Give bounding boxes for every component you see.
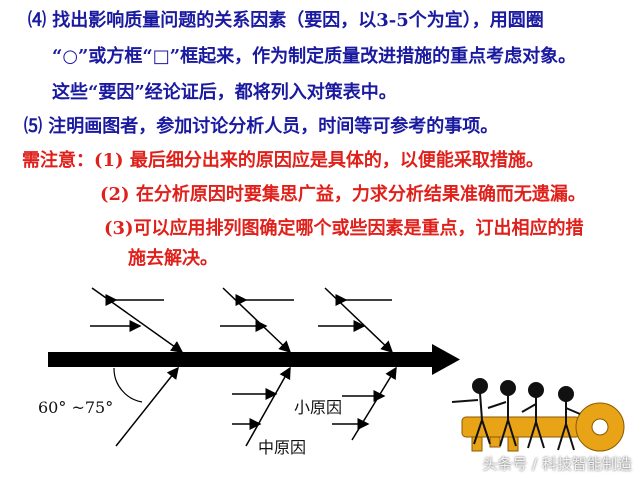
- medium-cause-label: 中原因: [258, 438, 307, 457]
- note-item-1: 需注意：(1) 最后细分出来的原因应是具体的，以便能采取措施。: [22, 150, 544, 171]
- angle-label: 60° ~75°: [38, 398, 114, 417]
- people-clipart: [451, 378, 581, 451]
- step4-line1: ⑷ 找出影响质量问题的关系因素（要因，以3-5个为宜），用圆圈: [28, 10, 544, 31]
- lower-bones: [115, 366, 397, 447]
- step4-line2: “○”或方框“□”框起来，作为制定质量改进措施的重点考虑对象。: [52, 46, 577, 67]
- small-cause-label: 小原因: [294, 398, 343, 417]
- upper-bone-3: [324, 287, 394, 354]
- lower-bone-2: [245, 366, 291, 447]
- upper-bones: [90, 287, 394, 354]
- note-item-3: (3)可以应用排列图确定哪个或些因素是重点，订出相应的措: [104, 218, 584, 239]
- step4-line3: 这些“要因”经论证后，都将列入对策表中。: [52, 82, 397, 103]
- lower-bone-1: [115, 366, 179, 447]
- watermark: 头条号 / 科技智能制造: [482, 455, 632, 473]
- fishbone-spine: [48, 344, 460, 375]
- angle-arc: [113, 367, 143, 403]
- upper-bone-1: [91, 287, 184, 353]
- key-clipart: [461, 402, 625, 452]
- lower-bone-3: [351, 366, 397, 441]
- step5-line: ⑸ 注明画图者，参加讨论分析人员，时间等可参考的事项。: [24, 116, 499, 137]
- note-item-2: (2) 在分析原因时要集思广益，力求分析结果准确而无遗漏。: [100, 184, 586, 205]
- upper-bone-2: [222, 287, 292, 354]
- note-item-3-cont: 施去解决。: [128, 248, 218, 269]
